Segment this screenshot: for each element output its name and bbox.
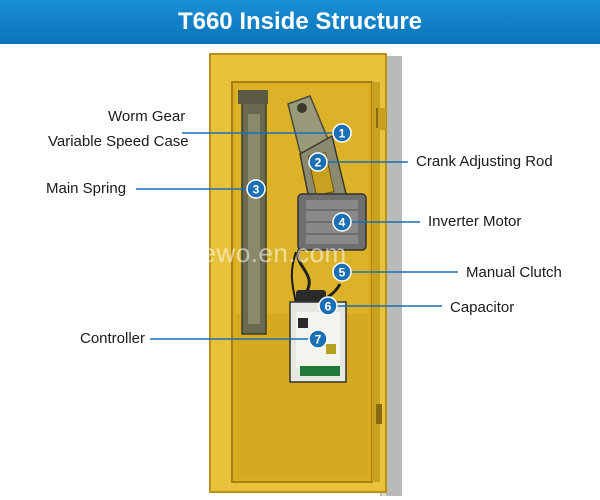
callout-badge-8 [308,329,328,349]
callout-label-2: Variable Speed Case [48,133,189,150]
callout-badge-7 [318,296,338,316]
callout-label-5: Inverter Motor [428,213,522,230]
callout-number-4: 3 [253,183,260,197]
callout-label-8: Controller [80,330,146,347]
callout-number-6: 5 [339,266,346,280]
callout-number-8: 7 [315,333,322,347]
callout-badge-4 [246,179,266,199]
callout-number-5: 4 [339,216,346,230]
callout-label-1: Worm Gear [108,108,186,125]
callout-badge-6 [332,262,352,282]
callout-badge-1 [332,123,352,143]
callout-number-7: 6 [325,300,332,314]
callout-number-1: 1 [339,127,346,141]
callout-label-6: Manual Clutch [466,264,562,281]
cabinet-illustration: 1 2 3 4 5 6 7 [136,53,458,496]
capacitor-body [296,290,326,304]
page-title: T660 Inside Structure [0,0,600,44]
callout-number-3: 2 [315,156,322,170]
callout-label-7: Capacitor [450,299,515,316]
callout-badge-5 [332,212,352,232]
watermark: sewo.en.com [188,238,347,268]
callout-label-3: Crank Adjusting Rod [416,153,553,170]
callout-label-4: Main Spring [46,180,127,197]
callout-badge-3 [308,152,328,172]
